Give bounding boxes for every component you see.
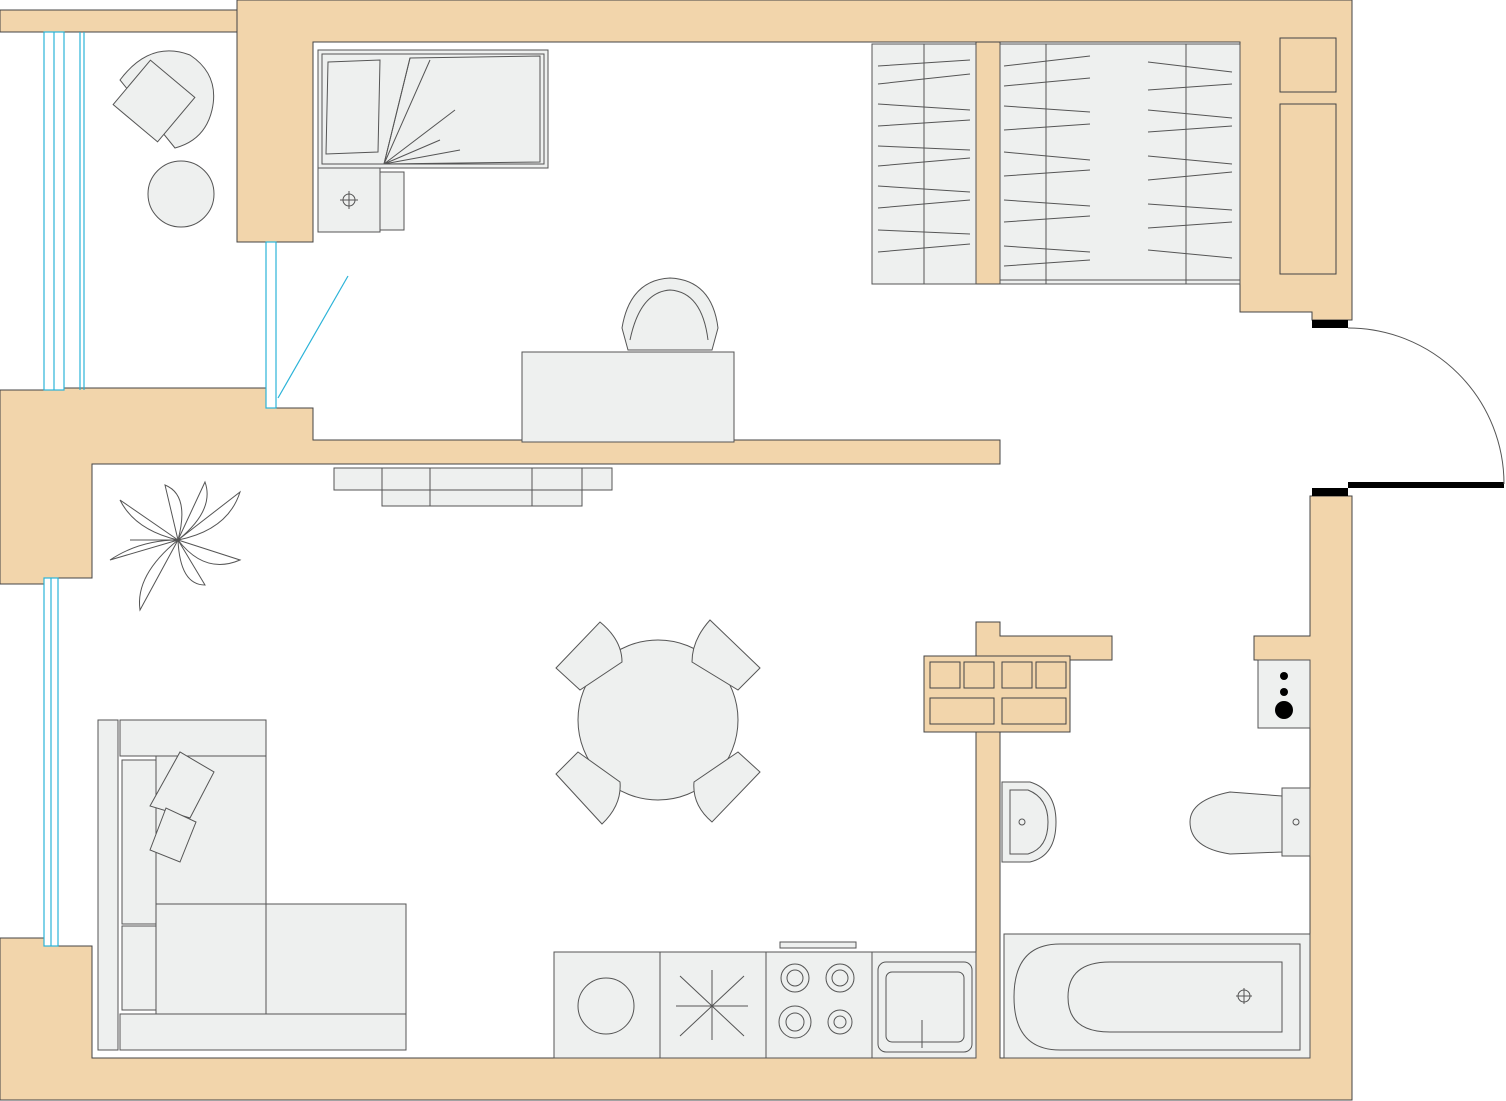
desk-chair-icon bbox=[621, 277, 719, 351]
wardrobe-divider-wall bbox=[975, 41, 1001, 285]
side-table-icon bbox=[147, 160, 215, 228]
entry-door-icon bbox=[1312, 320, 1505, 496]
wardrobe-icon bbox=[871, 43, 1241, 285]
outer-wall bbox=[236, 0, 1353, 321]
shelving-icon bbox=[923, 655, 1071, 733]
niche-cabinet-bottom bbox=[1279, 103, 1337, 275]
boiler-icon bbox=[1257, 659, 1311, 729]
nightstand-icon bbox=[317, 167, 405, 233]
niche-cabinet-top bbox=[1279, 37, 1337, 93]
desk-icon bbox=[521, 351, 735, 443]
stove-icon bbox=[765, 941, 873, 1059]
sofa-icon bbox=[97, 719, 407, 1051]
dining-table-icon bbox=[577, 639, 739, 801]
dining-chair-icon bbox=[555, 619, 761, 825]
bathroom-sink-icon bbox=[1001, 781, 1057, 863]
right-wall-lower bbox=[0, 495, 1353, 1101]
washing-machine-icon bbox=[553, 951, 661, 1059]
tv-unit-icon bbox=[333, 467, 613, 507]
balcony-top-wall bbox=[0, 9, 238, 33]
toilet-icon bbox=[1189, 787, 1311, 857]
window-icon bbox=[43, 31, 349, 947]
dishwasher-icon bbox=[659, 951, 767, 1059]
kitchen-sink-icon bbox=[871, 951, 977, 1059]
bathtub-icon bbox=[1003, 933, 1311, 1059]
balcony-door bbox=[265, 241, 277, 409]
bathroom-partition bbox=[975, 621, 1113, 661]
armchair-icon bbox=[112, 50, 215, 149]
bed-icon bbox=[317, 49, 549, 169]
plant-icon bbox=[109, 480, 242, 612]
